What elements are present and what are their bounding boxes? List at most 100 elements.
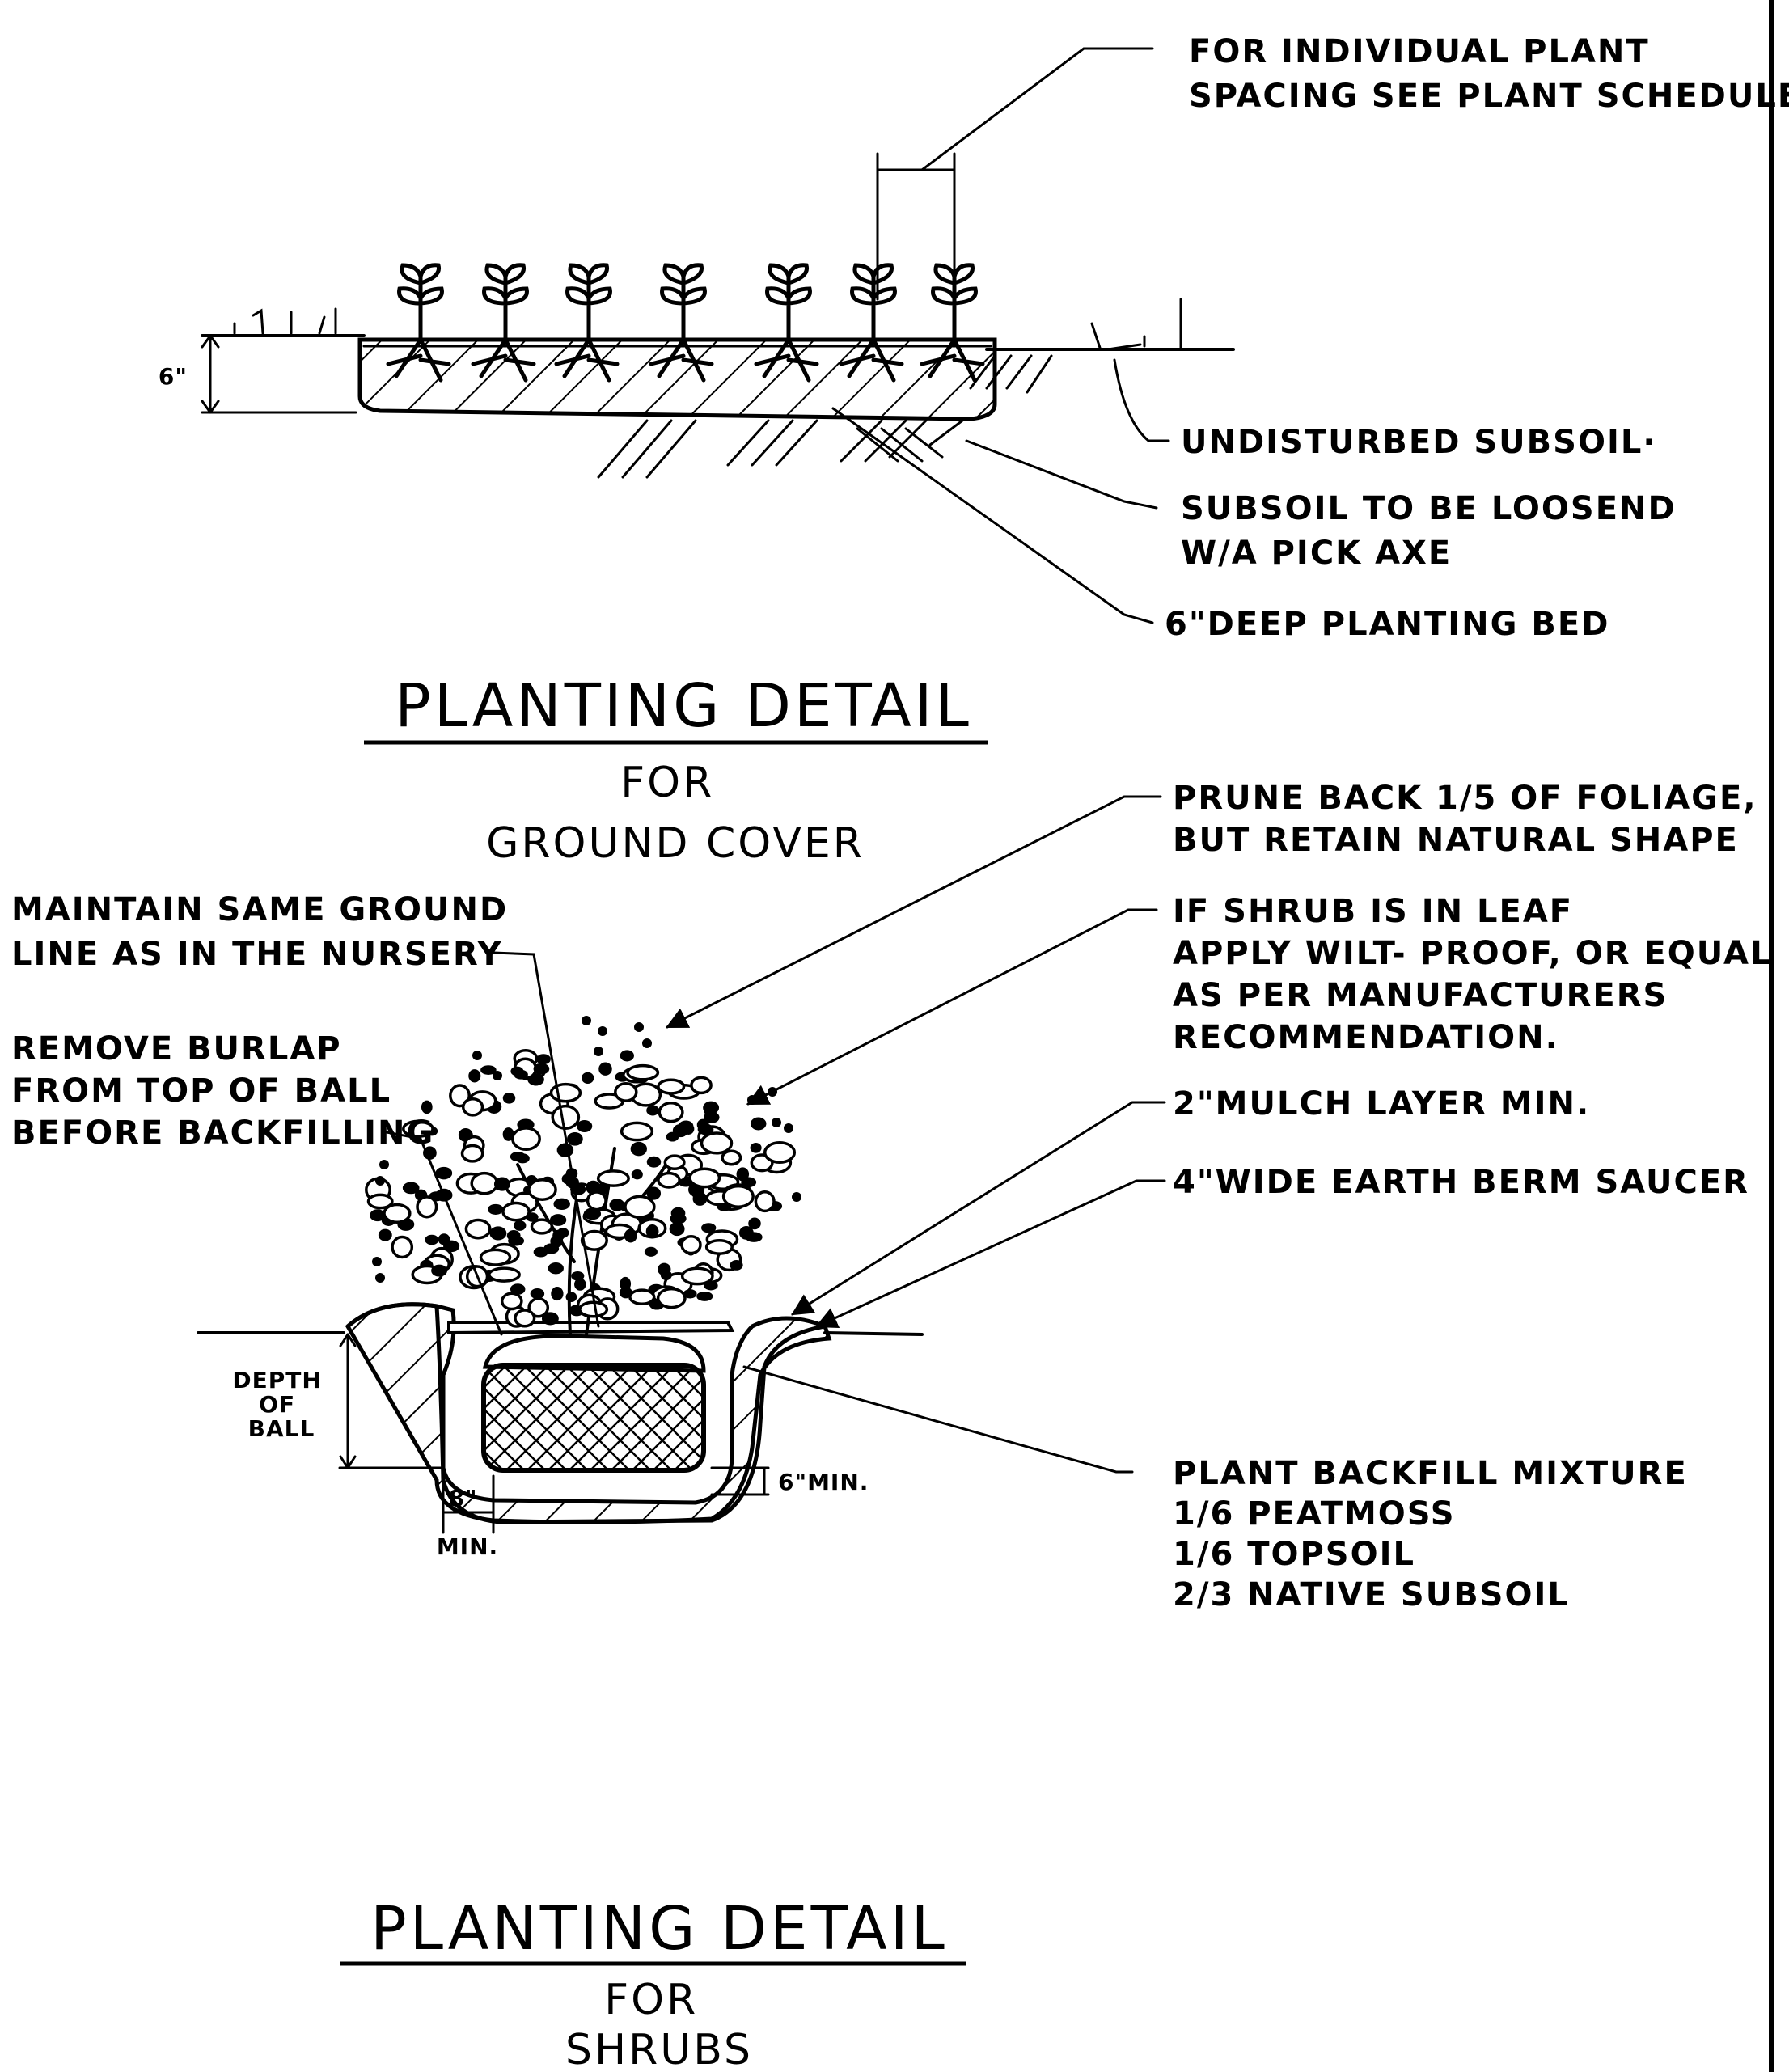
foliage-leaf xyxy=(488,1266,521,1283)
spacing-dimension xyxy=(876,152,956,301)
foliage-leaf xyxy=(670,1213,687,1224)
foliage-leaf xyxy=(657,1171,681,1189)
foliage-leaf xyxy=(701,1223,717,1233)
foliage-leaf xyxy=(704,1280,718,1291)
foliage-leaf xyxy=(502,1092,516,1104)
callout-plant-spacing: FOR INDIVIDUAL PLANT SPACING SEE PLANT S… xyxy=(1189,33,1789,115)
foliage-leaf xyxy=(624,1195,656,1219)
foliage-leaf xyxy=(697,1123,714,1135)
bed-leader xyxy=(831,407,1154,624)
foliage-leaf xyxy=(556,1228,569,1238)
foliage-dot xyxy=(772,1118,781,1127)
foliage-leaf xyxy=(748,1217,761,1230)
backfill-leader xyxy=(742,1365,1134,1474)
foliage-leaf xyxy=(763,1141,797,1164)
foliage-leaf xyxy=(549,1082,582,1103)
foliage-leaf xyxy=(614,1081,638,1102)
foliage-leaf xyxy=(460,1144,484,1163)
foliage-leaf xyxy=(421,1100,433,1114)
ground-cover-plant-icon xyxy=(920,263,985,383)
foliage-leaf xyxy=(657,1078,686,1095)
foliage-leaf xyxy=(470,1171,499,1195)
foliage-leaf xyxy=(501,1201,531,1222)
ground-cover-plant-icon xyxy=(649,263,714,383)
depth-dimension-line xyxy=(201,334,357,414)
foliage-leaf xyxy=(402,1182,420,1195)
foliage-leaf xyxy=(541,1312,559,1326)
foliage-leaf xyxy=(580,1229,608,1251)
foliage-leaf xyxy=(553,1198,570,1210)
foliage-leaf xyxy=(510,1283,526,1295)
foliage-leaf xyxy=(680,1235,702,1255)
callout-loosen-subsoil: SUBSOIL TO BE LOOSEND W/A PICK AXE xyxy=(1181,490,1690,572)
foliage-leaf xyxy=(402,1119,434,1138)
foliage-leaf xyxy=(548,1262,564,1275)
loosen-leader xyxy=(965,439,1158,510)
foliage-leaf xyxy=(468,1069,481,1083)
berm-leader xyxy=(814,1179,1166,1329)
foliage-leaf xyxy=(378,1228,392,1241)
foliage-leaf xyxy=(511,1127,541,1152)
foliage-leaf xyxy=(574,1278,586,1291)
burlap-leader xyxy=(385,1131,503,1336)
shrub-ground-line-right xyxy=(823,1331,924,1336)
foliage-leaf xyxy=(480,1065,497,1075)
foliage-leaf xyxy=(425,1234,439,1245)
callout-prune: PRUNE BACK 1/5 OF FOLIAGE, BUT RETAIN NA… xyxy=(1173,780,1770,859)
wilt-leader xyxy=(746,908,1158,1106)
foliage-leaf xyxy=(543,1243,560,1254)
foliage-leaf xyxy=(630,1141,647,1157)
foliage-leaf xyxy=(527,1178,557,1201)
foliage-leaf xyxy=(464,1218,492,1240)
callout-burlap: REMOVE BURLAP FROM TOP OF BALL BEFORE BA… xyxy=(11,1030,434,1152)
foliage-leaf xyxy=(631,1169,643,1180)
foliage-leaf xyxy=(366,1193,394,1210)
foliage-leaf xyxy=(741,1177,757,1188)
foliage-dot xyxy=(379,1160,389,1169)
grass-tuft-right xyxy=(1090,298,1182,351)
mulch-layer xyxy=(447,1321,735,1335)
ground-cover-plant-icon xyxy=(386,263,451,383)
planting-bed-hatched xyxy=(357,337,997,421)
foliage-leaf xyxy=(596,1169,630,1187)
foliage-leaf xyxy=(551,1287,564,1301)
foliage-leaf xyxy=(530,1288,545,1300)
foliage-leaf xyxy=(730,1260,743,1271)
callout-planting-bed: 6"DEEP PLANTING BED xyxy=(1165,606,1609,643)
foliage-leaf xyxy=(514,1309,536,1328)
foliage-leaf xyxy=(663,1154,686,1171)
foliage-leaf xyxy=(461,1097,484,1117)
foliage-leaf xyxy=(690,1076,713,1095)
depth-of-ball-dimension xyxy=(338,1333,442,1469)
foliage-leaf xyxy=(645,1224,659,1239)
foliage-leaf xyxy=(567,1131,583,1146)
foliage-leaf xyxy=(578,1300,609,1318)
callout-wilt-proof: IF SHRUB IS IN LEAF APPLY WILT- PROOF, O… xyxy=(1173,893,1785,1056)
foliage-leaf xyxy=(556,1143,574,1157)
foliage-leaf xyxy=(644,1246,658,1257)
foliage-dot xyxy=(372,1257,382,1266)
foliage-dot xyxy=(375,1176,385,1186)
foliage-leaf xyxy=(646,1186,662,1200)
shrubs-title: PLANTING DETAIL xyxy=(370,1894,948,1964)
foliage-leaf xyxy=(416,1195,438,1219)
subsoil-leader xyxy=(1113,358,1170,442)
width-min-dimension xyxy=(442,1474,495,1534)
foliage-leaf xyxy=(754,1190,776,1213)
foliage-leaf xyxy=(669,1221,685,1237)
foliage-leaf xyxy=(583,1207,602,1220)
foliage-leaf xyxy=(383,1203,412,1224)
foliage-leaf xyxy=(479,1248,512,1266)
foliage-leaf xyxy=(598,1062,612,1076)
foliage-leaf xyxy=(683,1289,697,1299)
foliage-leaf xyxy=(493,1177,510,1191)
ground-cover-title: PLANTING DETAIL xyxy=(395,671,972,741)
foliage-leaf xyxy=(680,1266,714,1286)
foliage-leaf xyxy=(626,1063,660,1081)
foliage-leaf xyxy=(530,1218,554,1235)
foliage-leaf xyxy=(510,1152,526,1162)
loosened-subsoil-hatch xyxy=(597,354,1053,479)
foliage-leaf xyxy=(721,1149,742,1166)
foliage-leaf xyxy=(620,1050,634,1062)
